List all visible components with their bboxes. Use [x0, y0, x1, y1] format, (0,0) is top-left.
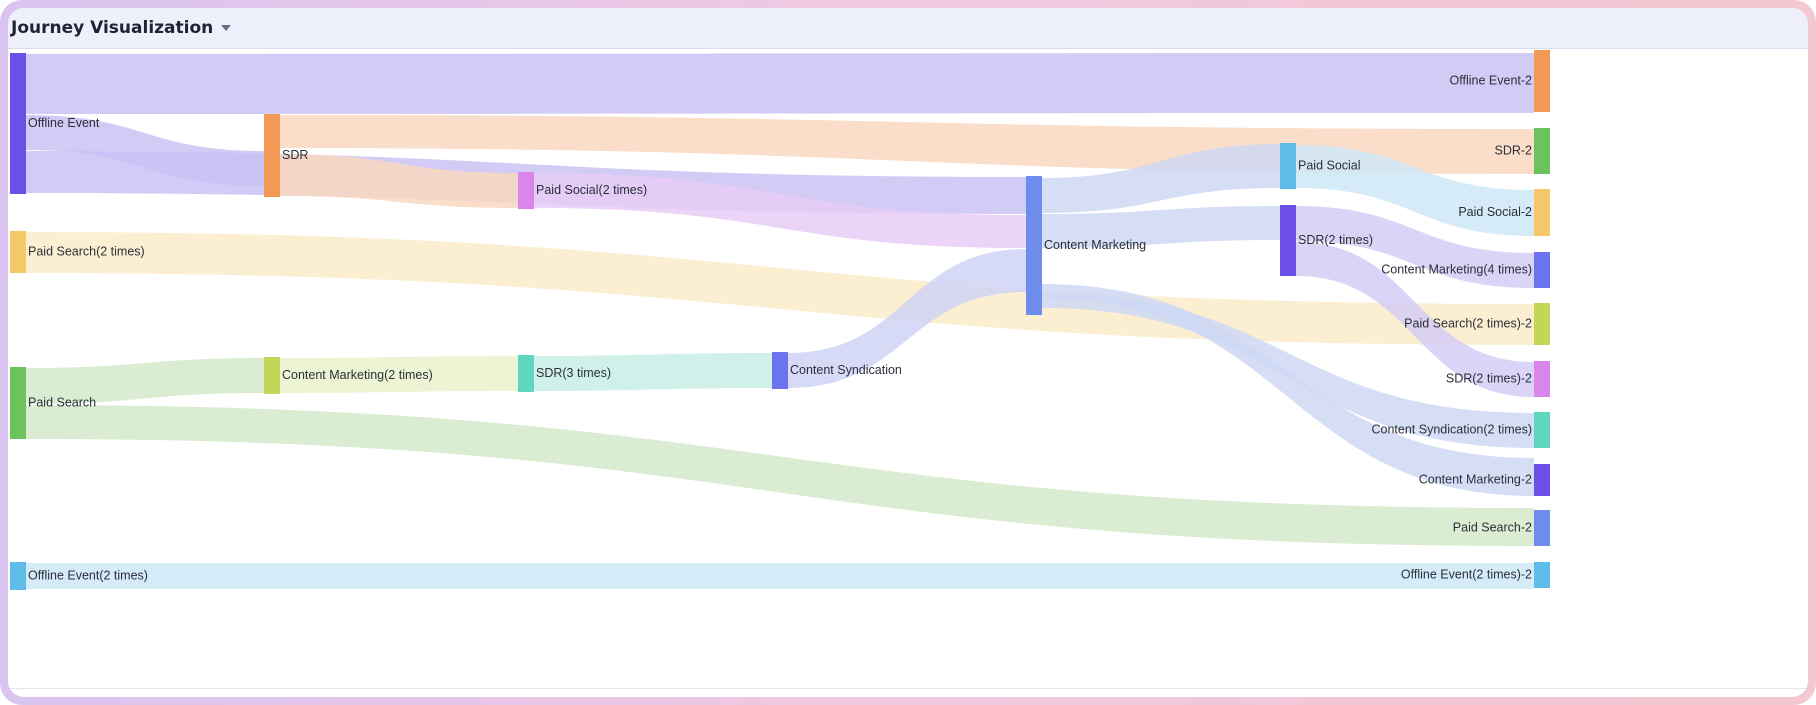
sankey-node-label: Paid Search-2: [1453, 520, 1532, 534]
sankey-link-content_syndication-to-content_marketing[interactable]: [788, 249, 1026, 388]
sankey-node-label: Content Marketing-2: [1419, 472, 1532, 486]
sankey-node-offline_event_2x_end[interactable]: [1534, 562, 1550, 588]
sankey-link-offline_event_2x-to-offline_event_2x_end[interactable]: [26, 563, 1534, 589]
sankey-node-label: Offline Event(2 times)-2: [1401, 567, 1532, 581]
page-title: Journey Visualization: [11, 18, 214, 38]
sankey-node-paid_search_2x_end[interactable]: [1534, 303, 1550, 345]
sankey-node-content_marketing[interactable]: [1026, 176, 1042, 315]
sankey-node-paid_social_end[interactable]: [1534, 189, 1550, 236]
sankey-node-sdr_3x[interactable]: [518, 355, 534, 392]
sankey-node-offline_event_2x[interactable]: [10, 562, 26, 590]
sankey-link-sdr_2x-to-content_marketing_4x_end[interactable]: [1296, 206, 1534, 288]
sankey-node-paid_social_2x[interactable]: [518, 172, 534, 209]
sankey-link-sdr-to-paid_social_2x[interactable]: [280, 154, 518, 208]
sankey-link-paid_search-to-content_marketing_2x[interactable]: [26, 358, 264, 404]
sankey-node-label: Paid Search: [28, 395, 96, 409]
sankey-node-label: Content Syndication: [790, 363, 902, 377]
sankey-node-content_marketing_end[interactable]: [1534, 464, 1550, 496]
sankey-node-content_syndication_2x_end[interactable]: [1534, 412, 1550, 448]
sankey-node-sdr_2x_end[interactable]: [1534, 361, 1550, 397]
sankey-link-paid_search-to-paid_search_end[interactable]: [26, 405, 1534, 546]
sankey-link-content_marketing_2x-to-sdr_3x[interactable]: [280, 356, 518, 393]
sankey-node-sdr[interactable]: [264, 114, 280, 197]
sankey-node-label: Paid Social: [1298, 158, 1361, 172]
sankey-link-sdr_3x-to-content_syndication[interactable]: [534, 353, 772, 391]
sankey-node-sdr_end[interactable]: [1534, 128, 1550, 174]
sankey-link-offline_event-to-offline_event_end[interactable]: [26, 53, 1534, 114]
sankey-node-paid_search_2x[interactable]: [10, 231, 26, 273]
sankey-node-label: Paid Social-2: [1458, 205, 1532, 219]
sankey-node-label: Content Marketing(4 times): [1381, 262, 1532, 276]
sankey-node-paid_search_end[interactable]: [1534, 510, 1550, 546]
sankey-links: [26, 53, 1534, 589]
sankey-node-label: SDR(2 times)-2: [1446, 371, 1532, 385]
sankey-node-label: Offline Event(2 times): [28, 568, 148, 582]
sankey-node-content_syndication[interactable]: [772, 352, 788, 389]
sankey-node-label: Content Syndication(2 times): [1372, 422, 1533, 436]
sankey-link-content_marketing-to-sdr_2x[interactable]: [1042, 206, 1280, 248]
sankey-node-paid_social[interactable]: [1280, 143, 1296, 189]
panel-header: Journey Visualization: [8, 8, 1808, 49]
sankey-node-label: Offline Event-2: [1450, 73, 1533, 87]
sankey-link-content_marketing-to-content_marketing_end[interactable]: [1042, 284, 1534, 496]
sankey-node-label: Content Marketing(2 times): [282, 368, 433, 382]
sankey-node-content_marketing_4x_end[interactable]: [1534, 252, 1550, 288]
divider: [8, 688, 1808, 689]
sankey-link-paid_social-to-paid_social_end[interactable]: [1296, 145, 1534, 236]
sankey-node-content_marketing_2x[interactable]: [264, 357, 280, 394]
sankey-link-content_marketing-to-paid_social[interactable]: [1042, 144, 1280, 213]
sankey-node-label: Content Marketing: [1044, 238, 1146, 252]
sankey-link-paid_social_2x-to-content_marketing[interactable]: [534, 173, 1026, 248]
sankey-link-sdr_2x-to-sdr_2x_end[interactable]: [1296, 242, 1534, 397]
sankey-node-offline_event_end[interactable]: [1534, 50, 1550, 112]
sankey-node-offline_event[interactable]: [10, 53, 26, 194]
sankey-node-label: SDR: [282, 148, 308, 162]
sankey-node-label: SDR(2 times): [1298, 233, 1373, 247]
sankey-node-label: Paid Social(2 times): [536, 183, 647, 197]
chevron-down-icon[interactable]: [221, 25, 232, 31]
sankey-node-sdr_2x[interactable]: [1280, 205, 1296, 276]
sankey-node-label: SDR-2: [1494, 143, 1532, 157]
sankey-node-paid_search[interactable]: [10, 367, 26, 439]
sankey-node-label: SDR(3 times): [536, 366, 611, 380]
sankey-link-content_marketing-to-content_syndication_2x_end[interactable]: [1042, 293, 1534, 448]
sankey-node-label: Offline Event: [28, 116, 100, 130]
sankey-node-label: Paid Search(2 times)-2: [1404, 316, 1532, 330]
sankey-node-label: Paid Search(2 times): [28, 244, 145, 258]
